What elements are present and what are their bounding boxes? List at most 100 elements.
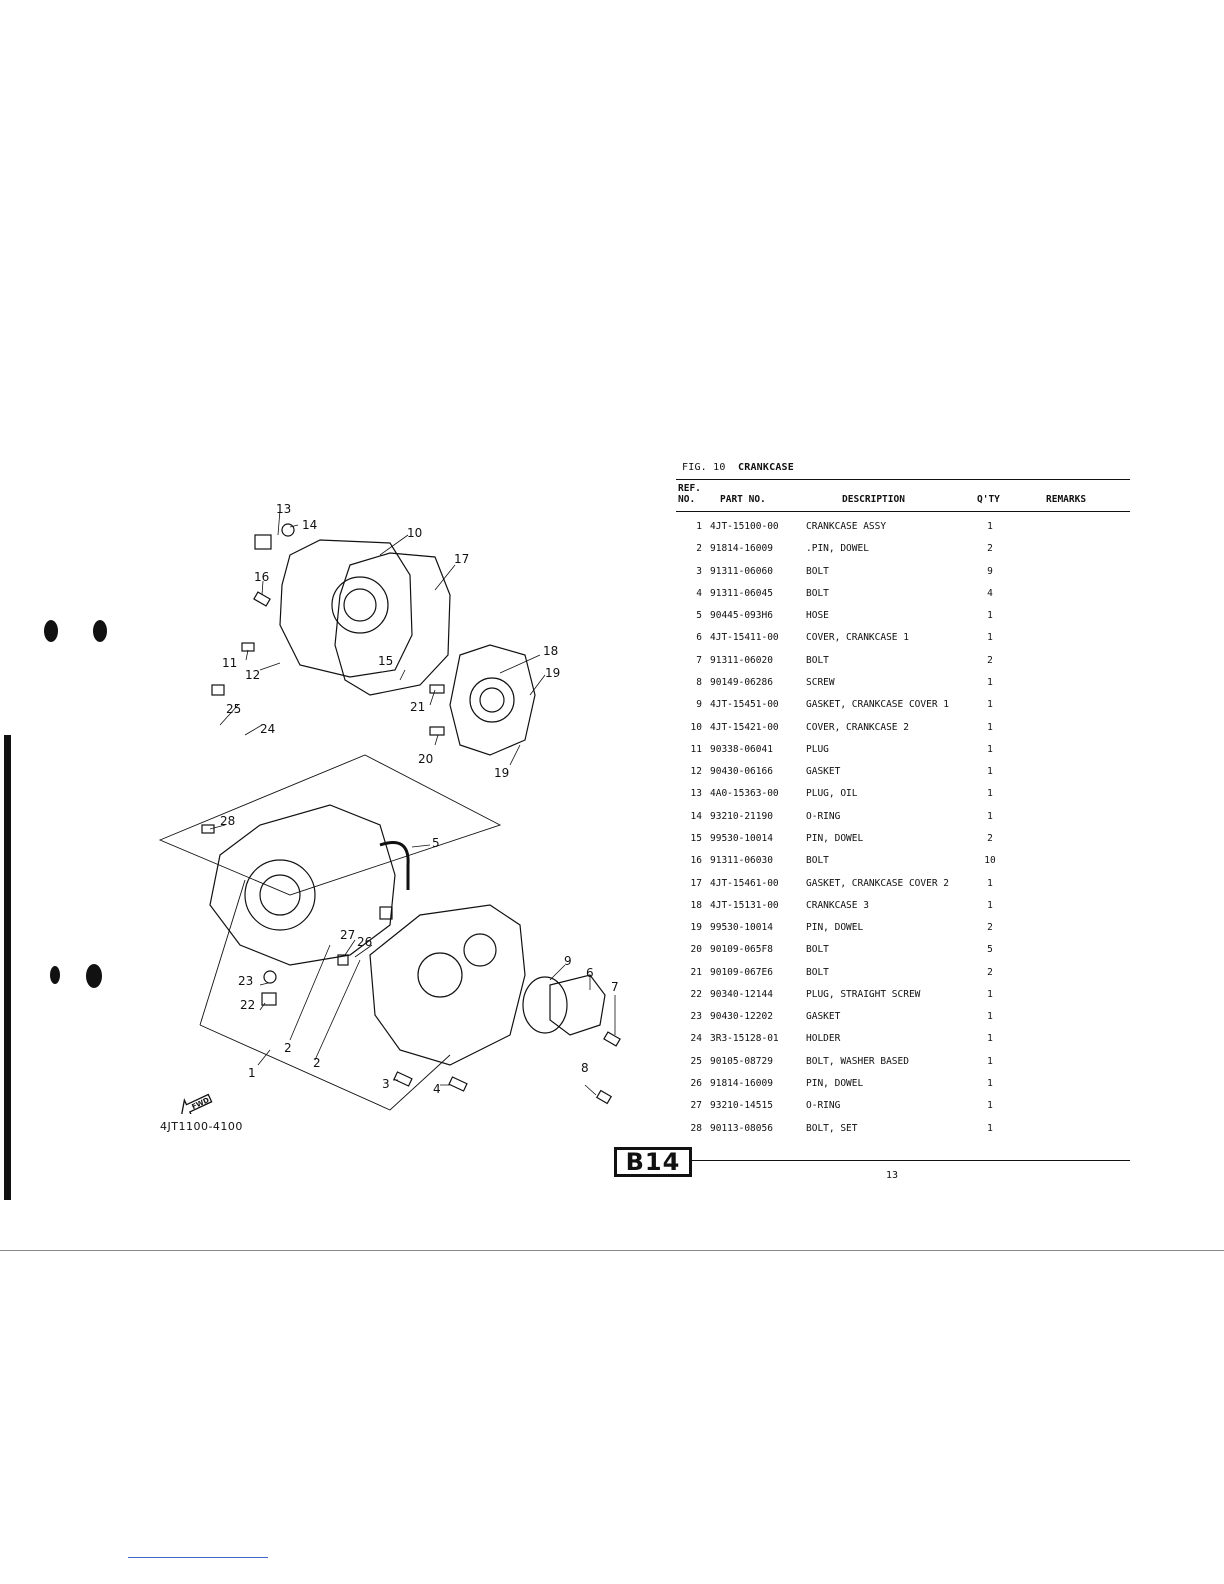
crankcase-exploded-diagram: 13 14 10 17 16 11 12 15 18 19 21 20 19 2… (158, 502, 621, 1111)
header-part-no: PART NO. (720, 494, 766, 505)
description-cell: PLUG (806, 743, 829, 755)
callout-9: 9 (564, 954, 572, 968)
qty-cell: 2 (987, 922, 993, 933)
callout-10: 10 (407, 526, 422, 540)
callout-22: 22 (240, 998, 255, 1012)
qty-cell: 1 (987, 610, 993, 622)
oil-plug-shape (254, 534, 272, 550)
ref-cell: 17 (690, 877, 702, 889)
qty-cell: 1 (987, 1055, 993, 1067)
callout-14: 14 (302, 518, 317, 532)
part-no-cell: 91814-16009 (710, 543, 773, 555)
description-cell: BOLT (806, 587, 829, 599)
ref-cell: 22 (690, 988, 702, 1000)
gasket-cover-2-shape (334, 552, 451, 696)
callout-19a: 19 (545, 666, 560, 680)
description-cell: HOLDER (806, 1033, 841, 1045)
cover-crankcase-2-shape (279, 539, 413, 678)
ref-cell: 18 (690, 899, 702, 911)
part-no-cell: 91311-06020 (710, 654, 773, 666)
page-bottom-edge (0, 1250, 1224, 1251)
description-cell: SCREW (806, 677, 835, 688)
callout-28: 28 (220, 814, 235, 828)
left-crankcase-shape (209, 804, 396, 966)
description-cell: O-RING (806, 810, 841, 822)
description-cell: HOSE (806, 610, 829, 622)
ref-cell: 27 (690, 1100, 702, 1112)
binder-hole-lower-right (86, 964, 102, 988)
gasket-9-shape (522, 976, 568, 1034)
ref-cell: 9 (696, 699, 702, 711)
header-ref-line2: NO. (678, 494, 696, 505)
table-header-rule (676, 511, 1130, 512)
binding-edge-bar (4, 735, 11, 1200)
description-cell: PIN, DOWEL (806, 1078, 864, 1089)
description-cell: BOLT, SET (806, 1122, 858, 1134)
callout-25: 25 (226, 702, 241, 716)
cover-crankcase-1-shape (549, 974, 606, 1036)
hose-shape (379, 841, 410, 890)
qty-cell: 1 (987, 766, 993, 778)
ref-cell: 2 (696, 543, 702, 555)
callout-16: 16 (254, 570, 269, 584)
callout-13: 13 (276, 502, 291, 516)
ref-cell: 5 (696, 610, 702, 622)
ref-cell: 20 (690, 944, 702, 956)
part-no-cell: 91311-06060 (710, 565, 773, 577)
qty-cell: 1 (987, 1033, 993, 1045)
page-number: 13 (886, 1170, 899, 1181)
qty-cell: 1 (987, 677, 993, 688)
callout-labels: 13 14 10 17 16 11 12 15 18 19 21 20 19 2… (220, 502, 619, 1096)
part-no-cell: 90430-06166 (710, 766, 773, 778)
fwd-label: FWD (191, 1096, 211, 1111)
callout-2b: 2 (313, 1056, 321, 1070)
description-cell: GASKET, CRANKCASE COVER 2 (806, 877, 949, 889)
part-no-cell: 3R3-15128-01 (710, 1033, 779, 1045)
figure-prefix: FIG. 10 (682, 462, 726, 473)
qty-cell: 1 (987, 810, 993, 822)
description-cell: O-RING (806, 1100, 841, 1112)
qty-cell: 9 (987, 565, 993, 577)
callout-15: 15 (378, 654, 393, 668)
binder-hole-upper-left (44, 620, 58, 642)
callout-12: 12 (245, 668, 260, 682)
description-cell: BOLT (806, 855, 829, 867)
ref-cell: 21 (690, 966, 702, 978)
qty-cell: 4 (987, 587, 993, 599)
callout-11: 11 (222, 656, 237, 670)
table-top-rule (676, 479, 1130, 480)
description-cell: COVER, CRANKCASE 2 (806, 721, 909, 733)
qty-cell: 2 (987, 543, 993, 555)
ref-cell: 12 (690, 766, 702, 778)
part-no-cell: 90340-12144 (710, 988, 773, 1000)
callout-6: 6 (586, 966, 594, 980)
description-cell: GASKET (806, 1011, 841, 1023)
description-cell: BOLT (806, 944, 829, 956)
callout-21: 21 (410, 700, 425, 714)
binder-hole-upper-right (93, 620, 107, 642)
description-cell: PLUG, STRAIGHT SCREW (806, 988, 921, 1000)
description-cell: CRANKCASE ASSY (806, 521, 887, 532)
qty-cell: 1 (987, 521, 993, 532)
callout-23: 23 (238, 974, 253, 988)
footer-rule (692, 1160, 1130, 1161)
part-no-cell: 90430-12202 (710, 1011, 773, 1023)
description-cell: .PIN, DOWEL (806, 543, 869, 555)
part-no-cell: 4A0-15363-00 (710, 788, 779, 800)
ref-cell: 16 (690, 855, 702, 867)
